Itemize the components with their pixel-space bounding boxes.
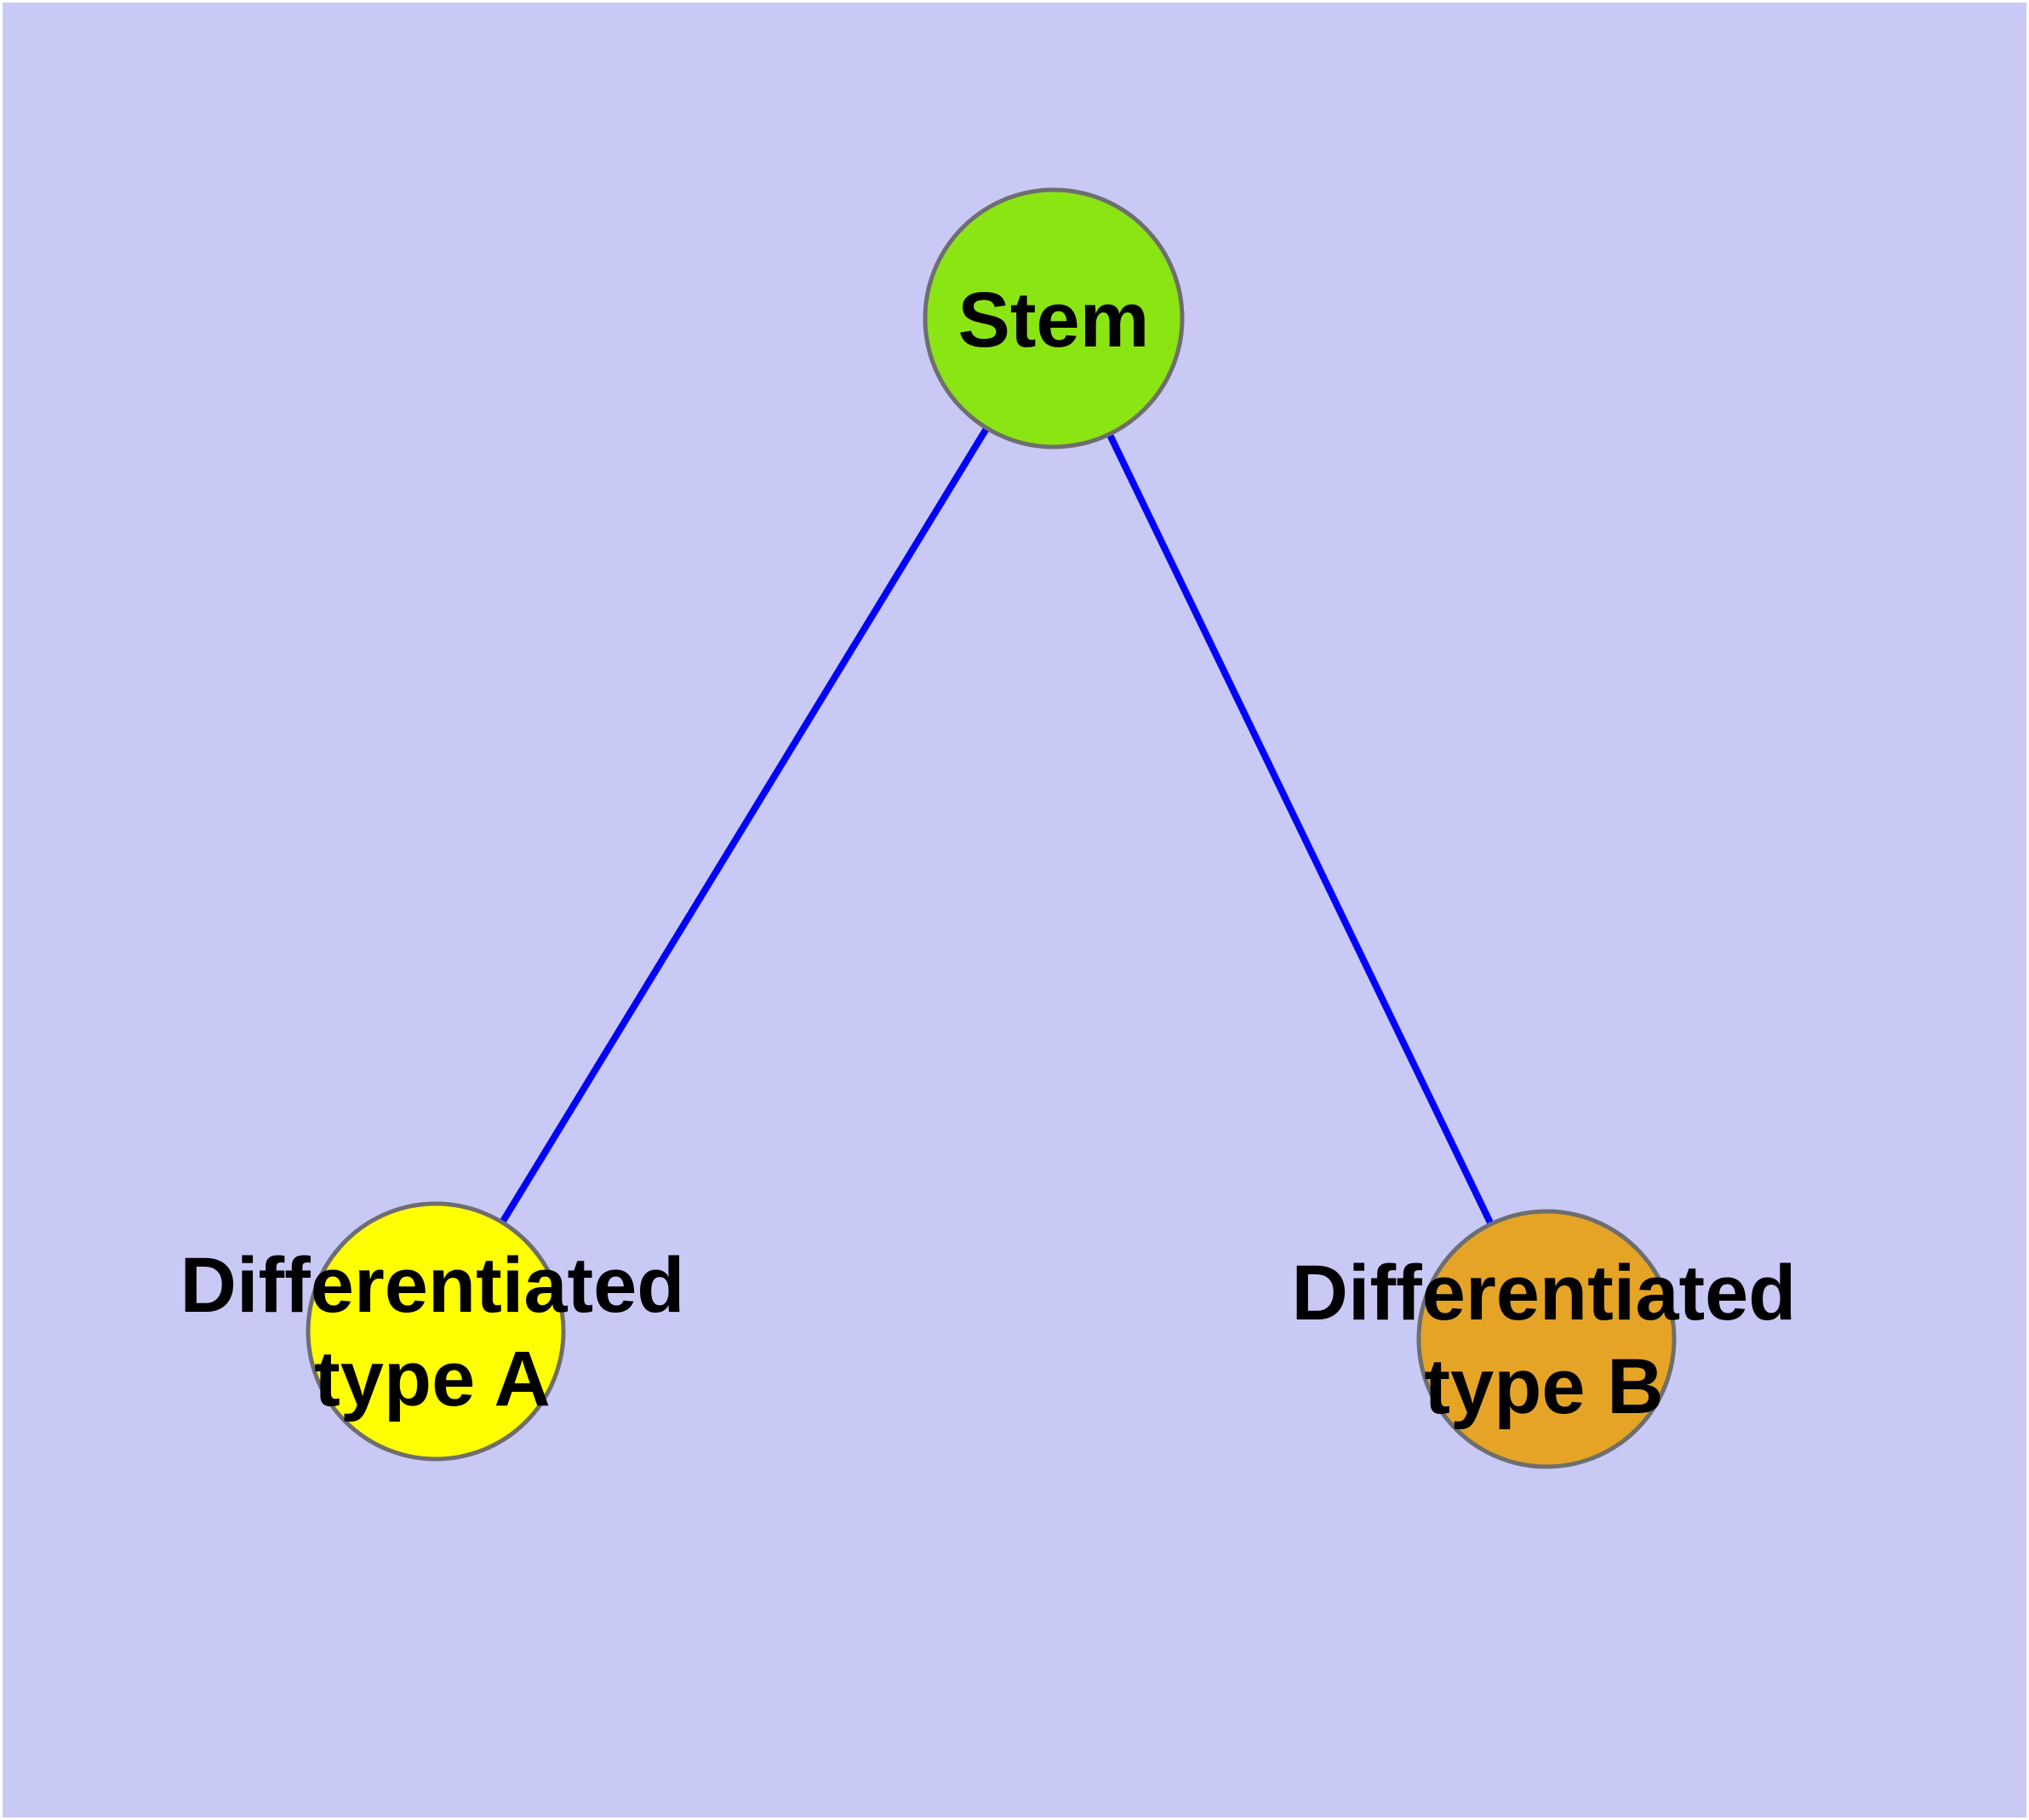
- type-b-node-label-line2: type B: [1424, 1343, 1663, 1430]
- stem-node-circle: [923, 187, 1185, 449]
- type-a-node-circle: [306, 1201, 566, 1462]
- type-b-node-circle: [1416, 1209, 1677, 1469]
- edge-stem-to-type-a: [432, 316, 1057, 1334]
- type-a-node-label-line1: Differentiated: [180, 1242, 685, 1329]
- type-b-node-label-line1: Differentiated: [1292, 1250, 1797, 1336]
- edge-stem-to-type-b: [1050, 317, 1550, 1341]
- type-a-node-label-line2: type A: [314, 1336, 551, 1422]
- stem-node-label: Stem: [958, 277, 1150, 363]
